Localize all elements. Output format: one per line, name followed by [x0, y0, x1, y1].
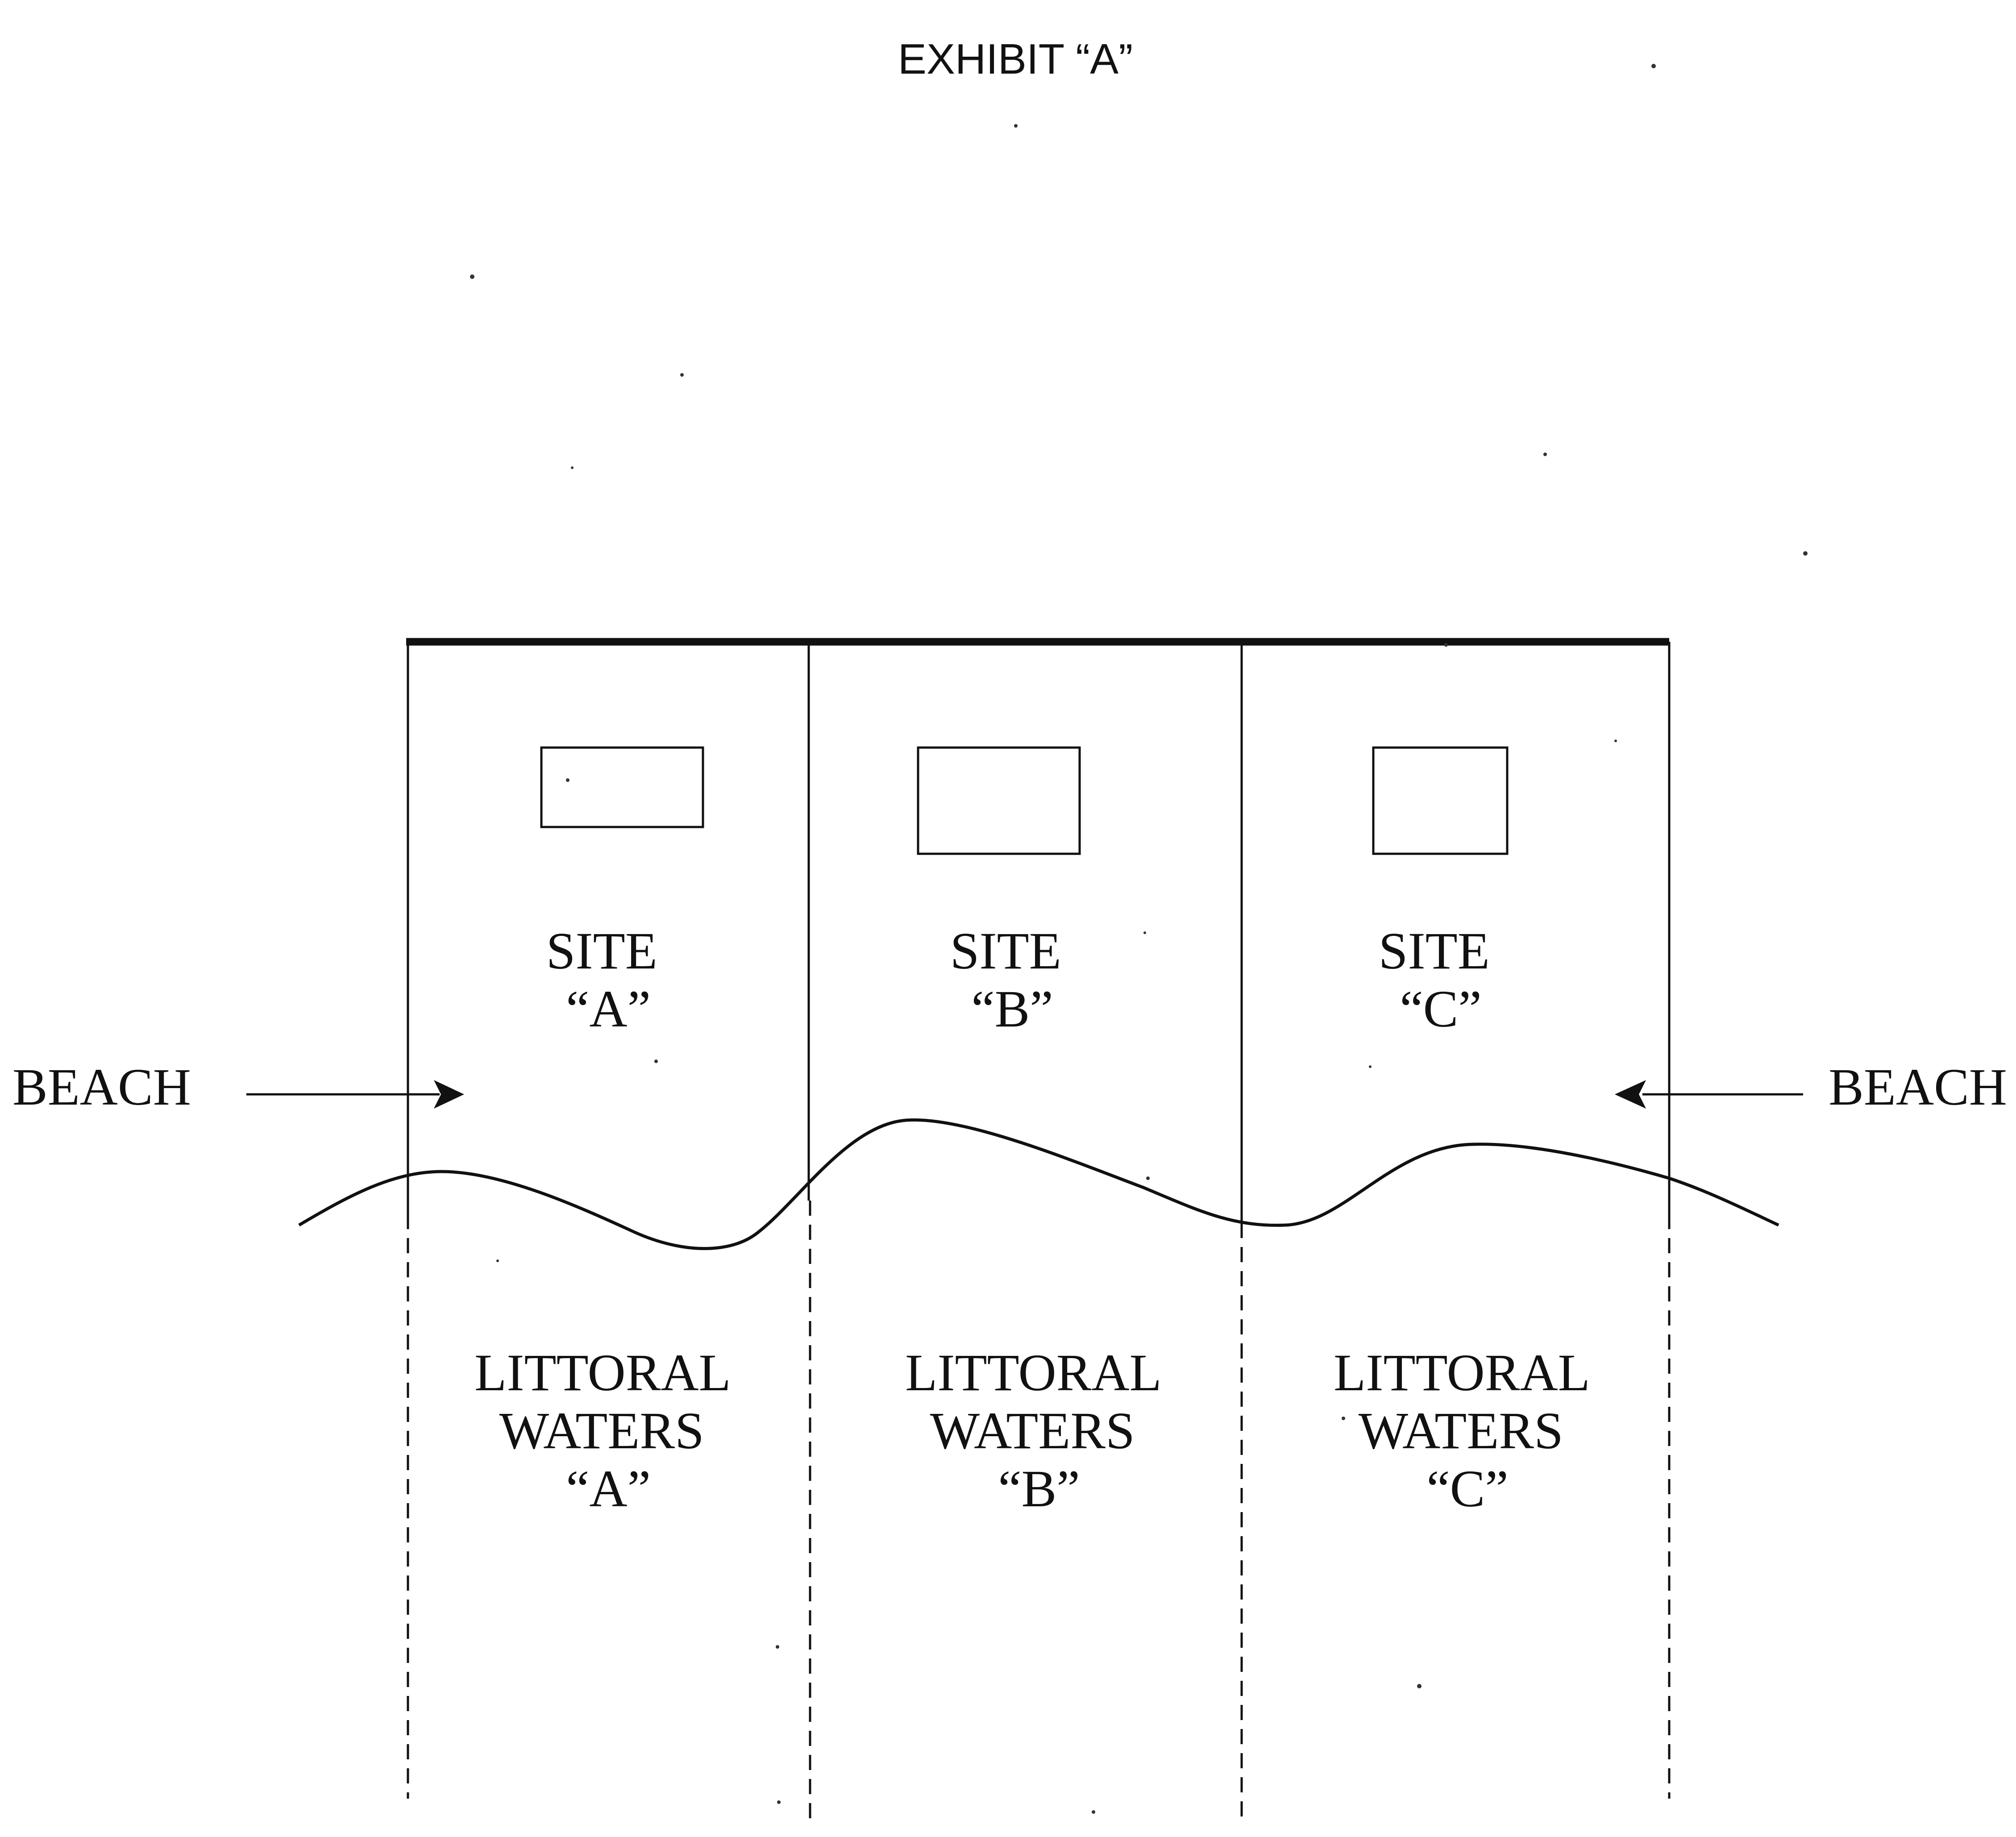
scan-specks: [470, 64, 1808, 1814]
beach-arrow-right-icon: [1615, 1080, 1803, 1109]
beach-label-left: BEACH: [12, 1058, 191, 1116]
littoral-waters-a-label: LITTORAL WATERS “A”: [474, 1343, 742, 1518]
site-a-label: SITE “A”: [546, 922, 671, 1038]
building-b: [917, 746, 1081, 855]
littoral-waters-b-label: LITTORAL WATERS “B”: [905, 1343, 1173, 1518]
building-a: [540, 746, 704, 828]
beach-label-right: BEACH: [1829, 1058, 2007, 1116]
beach-arrow-left-icon: [246, 1080, 464, 1109]
exhibit-title: EXHIBIT “A”: [898, 35, 1133, 83]
shoreline-curve: [298, 1118, 1779, 1250]
littoral-waters-c-label: LITTORAL WATERS “C”: [1334, 1343, 1601, 1518]
building-c: [1372, 746, 1509, 855]
site-c-label: SITE “C”: [1379, 922, 1503, 1038]
site-b-label: SITE “B”: [950, 922, 1075, 1038]
